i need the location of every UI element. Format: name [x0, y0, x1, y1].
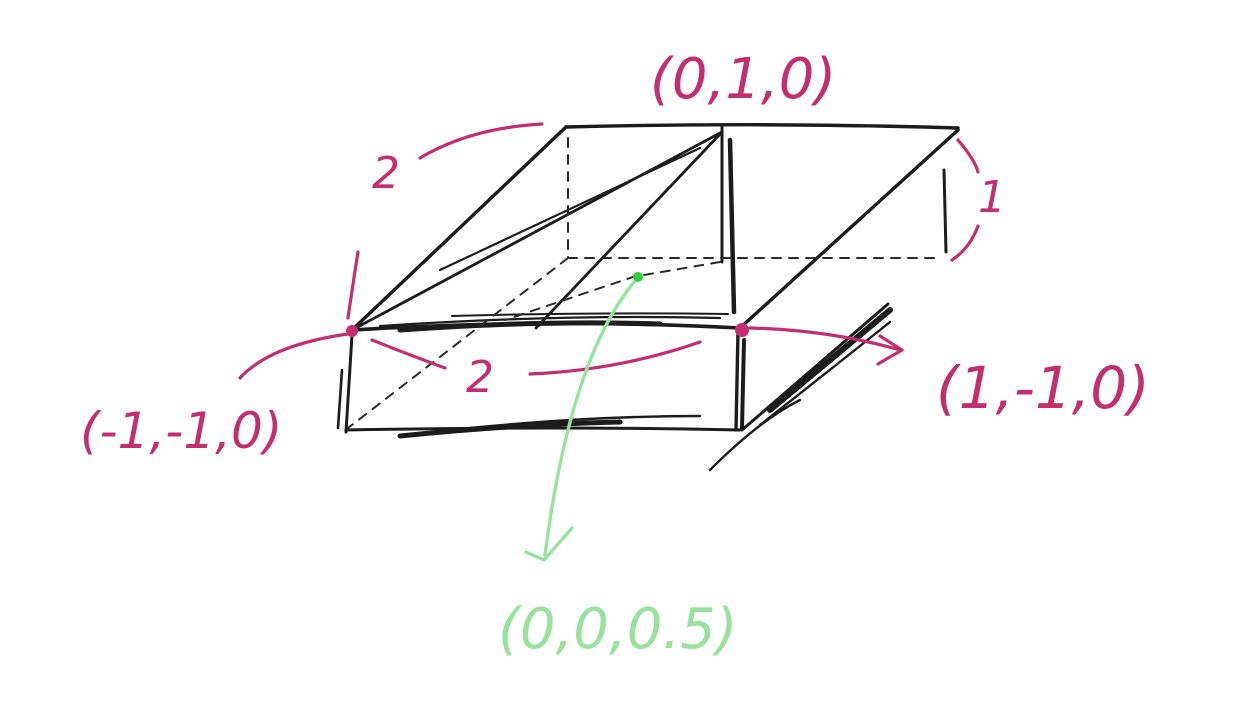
right-point-label: (1,-1,0) [936, 354, 1150, 422]
hidden-edges [347, 137, 941, 429]
width-dimension-label: 2 [466, 352, 494, 403]
height-dimension-label: 1 [978, 172, 1006, 223]
center-point-marker [633, 272, 643, 282]
top-point-label: (0,1,0) [650, 47, 836, 112]
center-pointer-arrow [524, 280, 636, 562]
right-vertex-marker [735, 323, 749, 337]
box-outline [336, 123, 960, 472]
center-point-label: (0,0,0.5) [498, 597, 738, 662]
left-point-label: (-1,-1,0) [80, 402, 282, 460]
dimension-annotations [238, 122, 980, 380]
depth-dimension-label: 2 [372, 148, 400, 199]
